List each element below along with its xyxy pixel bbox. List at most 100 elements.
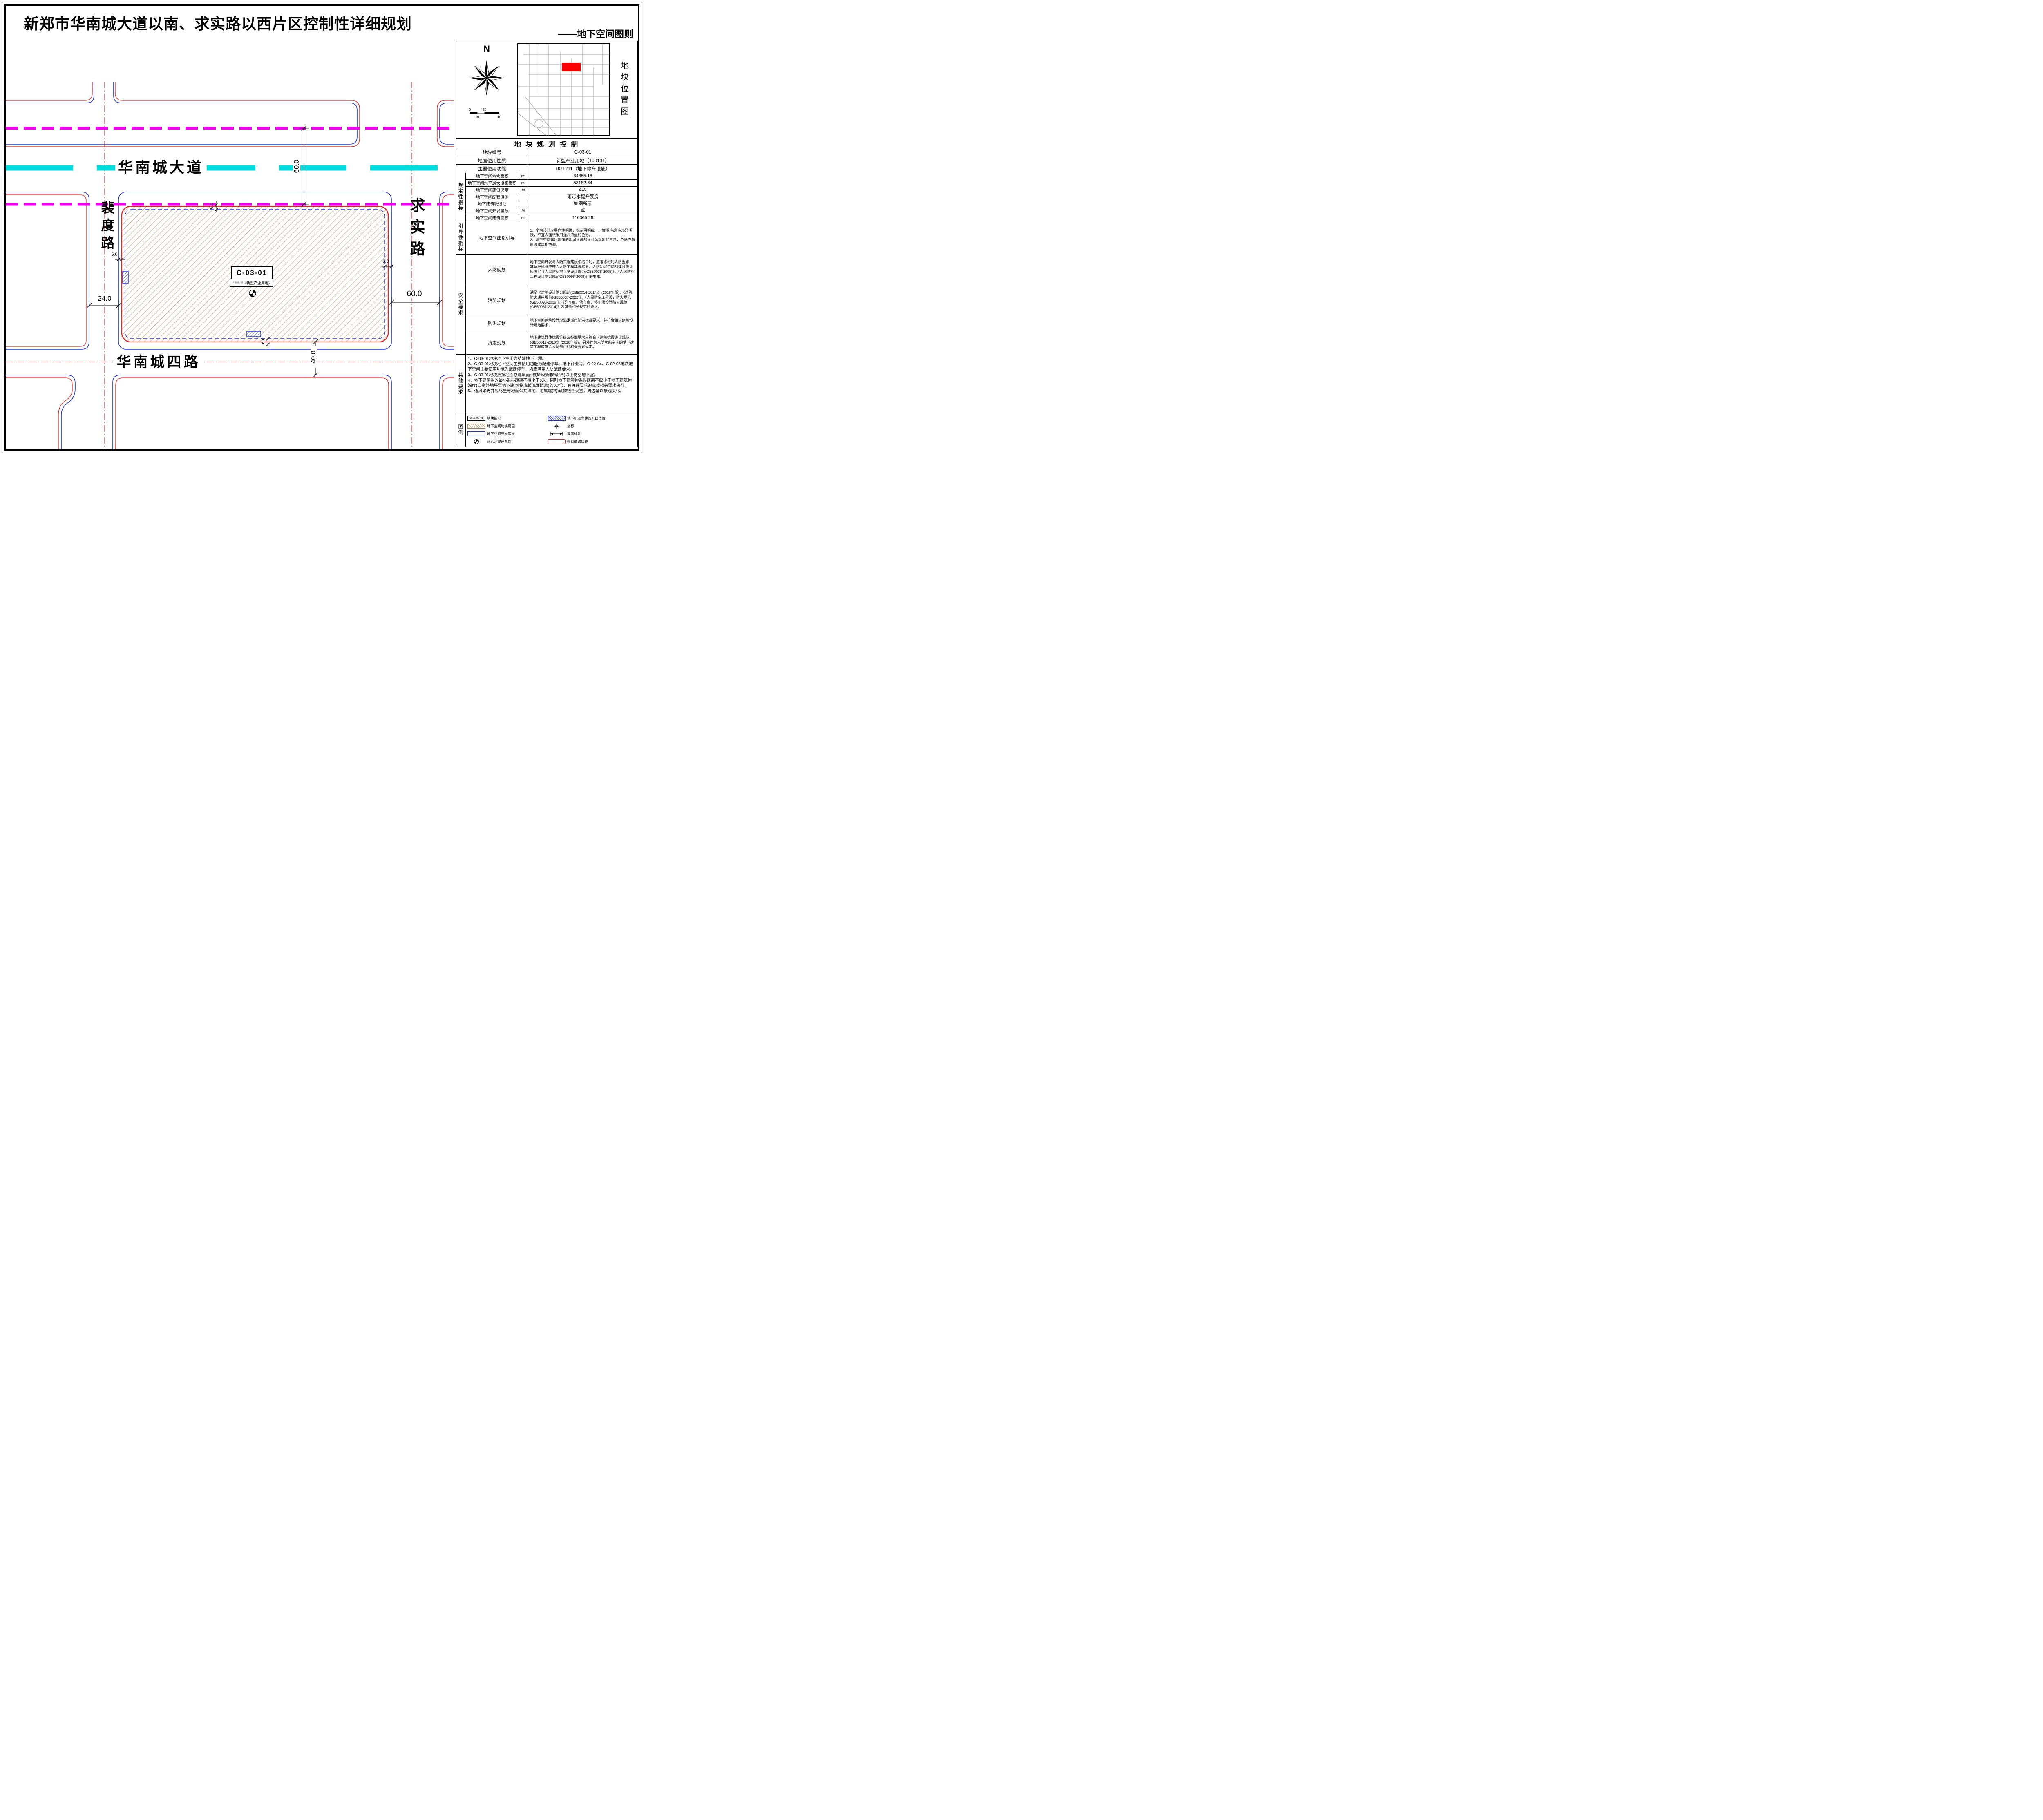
row-value: C-03-01	[574, 150, 592, 155]
legend-item: 地下空间地块范围	[467, 422, 548, 430]
scale-bar: 0 20 10 40	[469, 108, 501, 119]
legend-label: 坐标	[567, 424, 574, 428]
coordinate-icon	[548, 423, 566, 429]
legend-label: 雨污水提升泵站	[487, 439, 512, 444]
vehicle-entrance-icon	[548, 415, 566, 421]
road-label-peidu: 裴度路	[99, 200, 114, 253]
page-subtitle: ——地下空间图则	[558, 29, 633, 39]
row-value: 地下空间开发与人防工程建设相结合时，应考虑战时人防要求，其防护标准应符合人防工程…	[530, 260, 635, 279]
road-blue-lines	[6, 82, 454, 449]
underground-parcel-extent-icon	[467, 423, 485, 429]
compass-column: N 0 20	[456, 41, 517, 138]
legend-label: 地下空间地块范围	[487, 424, 515, 428]
parcel-code-label: C-03-01	[231, 266, 273, 279]
row-value: 新型产业用地（100101）	[556, 158, 610, 163]
row-value: 满足《建筑设计防火规范(GB50016-2014)》(2018年版)、《建筑防火…	[530, 290, 633, 309]
control-table-title: 地 块 规 划 控 制	[456, 139, 637, 148]
height-annotation-icon	[548, 431, 566, 436]
row-label: 主要使用功能	[456, 165, 528, 173]
guidance-group: 引导性指标 地下空间建设引导 1、室内设计应导向性明确，标示照明统一、鲜明;色彩…	[456, 221, 637, 255]
row-value: 58182.64	[573, 180, 592, 185]
svg-text:10: 10	[476, 115, 479, 119]
row-label: 地下空间配套设施	[466, 193, 519, 200]
row-label: 抗震规划	[466, 331, 528, 354]
location-map-title: 地块位置图	[610, 41, 637, 138]
row-value: 64355.18	[573, 173, 592, 179]
svg-text:20: 20	[483, 108, 487, 112]
row-value: 1、室内设计应导向性明确，标示照明统一、鲜明;色彩应淡雅明快，不宜大面积采用强烈…	[530, 228, 635, 247]
row-value: 地下建筑具体抗震等级及标准要求应符合《建筑抗震设计规范(GB50011-2010…	[530, 335, 634, 349]
dim-setback-bottom: 6.0	[261, 337, 266, 344]
row-value: ≤2	[580, 208, 586, 213]
location-minimap	[517, 43, 610, 136]
plan-sheet: 新郑市华南城大道以南、求实路以西片区控制性详细规划 ——地下空间图则	[0, 0, 644, 455]
svg-text:40: 40	[498, 115, 501, 119]
row-value: 如图所示	[574, 201, 592, 207]
legend-label: 规划道路红线	[567, 439, 588, 444]
legend-item: 地下机动车建议开口位置	[548, 415, 636, 422]
page-title: 新郑市华南城大道以南、求实路以西片区控制性详细规划	[24, 16, 412, 32]
row-value: 地下空间建筑设计应满足城市防洪标准要求，并符合相关建筑设计规范要求。	[530, 318, 633, 327]
row-label: 地下空间水平最大投影面积	[466, 179, 519, 186]
road-centerlines	[6, 82, 454, 449]
map-drawing	[6, 82, 454, 449]
legend-item: 规划道路红线	[548, 438, 636, 445]
road-label-huanancheng-4th: 华南城四路	[113, 354, 204, 371]
row-label: 地下空间建设引导	[466, 221, 528, 254]
north-label: N	[483, 44, 490, 54]
row-label: 地块编号	[456, 148, 528, 156]
row-unit: 层	[519, 207, 528, 214]
row-value: 116365.28	[572, 215, 594, 220]
road-red-lines	[6, 82, 454, 449]
other-requirements-text: 1、C-03-01地块地下空间为结建地下工程。 2、C-03-01地块地下空间主…	[468, 357, 633, 394]
control-panel: N 0 20	[456, 41, 638, 447]
dim-setback-left: 6.0	[111, 252, 118, 257]
safety-group-label: 安全要求	[456, 255, 466, 354]
dim-avenue-width: 60.0	[293, 155, 300, 178]
row-label: 地下空间地块面积	[466, 173, 519, 179]
row-value: ≤15	[579, 187, 587, 192]
row-unit: m²	[519, 214, 528, 221]
row-label: 地下建筑物退让	[466, 200, 519, 207]
row-label: 地面使用性质	[456, 156, 528, 164]
regulatory-group-label: 规定性指标	[456, 173, 466, 221]
legend-item: C-06-02-01 地块编号	[467, 415, 548, 422]
dim-setback-right: 6.0	[382, 259, 389, 264]
pump-station-icon	[467, 439, 485, 444]
row-label: 人防规划	[466, 255, 528, 285]
legend-label: 地下空间开发区域	[487, 431, 515, 436]
legend-item: 坐标	[548, 422, 636, 430]
vehicle-entrance-marks	[122, 271, 261, 337]
pump-station-map-icon	[249, 290, 256, 297]
legend-label: 地下机动车建议开口位置	[567, 416, 606, 420]
compass-rose-icon	[469, 60, 504, 96]
legend-item: 高度标注	[548, 430, 636, 438]
underground-dev-zone-icon	[467, 431, 485, 436]
legend-item: 地下空间开发区域	[467, 430, 548, 438]
row-label: 防洪规划	[466, 315, 528, 331]
dimension-lines	[86, 125, 443, 378]
legend-label: 地块编号	[487, 416, 501, 420]
basic-rows: 地块编号 C-03-01 地面使用性质 新型产业用地（100101） 主要使用功能 U…	[456, 148, 637, 173]
parcel-use-label: 100101(新型产业用地)	[230, 279, 273, 287]
legend-section: 图例 C-06-02-01 地块编号 地下空间地块范围 地下空间开发区域	[456, 413, 637, 447]
row-unit	[519, 193, 528, 200]
dim-right-road-width: 60.0	[401, 290, 427, 298]
dim-left-road-width: 24.0	[92, 295, 117, 302]
highlighted-parcel	[562, 63, 581, 71]
road-label-qiushi: 求实路	[408, 197, 425, 262]
row-unit: m	[519, 186, 528, 193]
other-group-label: 其他要求	[456, 355, 466, 413]
row-label: 消防规划	[466, 285, 528, 315]
row-unit: m²	[519, 179, 528, 186]
planning-map: 华南城大道 华南城四路 裴度路 求实路 C-03-01 100101(新型产业用…	[6, 41, 454, 449]
row-label: 地下空间建设深度	[466, 186, 519, 193]
row-value: UG1211（地下停车设施）	[555, 167, 610, 172]
guidance-group-label: 引导性指标	[456, 221, 466, 254]
dim-setback-top: 6.0	[209, 203, 214, 209]
road-redline-icon	[548, 439, 566, 444]
dim-bottom-road-width: 40.0	[310, 346, 317, 368]
row-value: 雨污水提升泵房	[567, 194, 599, 200]
svg-text:0: 0	[469, 108, 471, 112]
